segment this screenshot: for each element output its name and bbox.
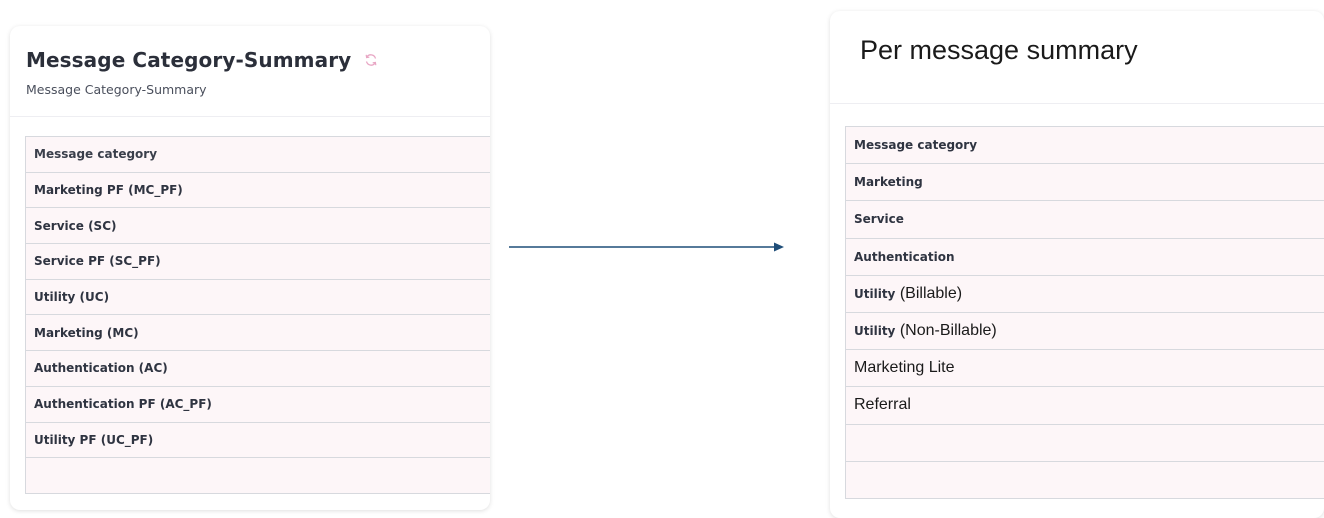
category-cell: Service [845, 200, 1324, 239]
table-row: Service [845, 200, 1324, 239]
category-cell: Service (SC) [25, 207, 490, 245]
table-row: Referral [845, 386, 1324, 425]
category-cell [845, 460, 1324, 499]
category-cell: Service PF (SC_PF) [25, 243, 490, 280]
card-title: Message Category-Summary [26, 48, 378, 74]
category-cell: Marketing PF (MC_PF) [25, 171, 490, 209]
category-cell: Authentication (AC) [25, 350, 490, 387]
category-cell: Utility PF (UC_PF) [25, 421, 490, 459]
table-row: Service PF (SC_PF) [25, 243, 490, 280]
category-cell: Utility (UC) [25, 278, 490, 316]
table-row: Service (SC) [25, 207, 490, 245]
category-cell: Referral [845, 386, 1324, 425]
table-row: Authentication [845, 237, 1324, 276]
message-category-summary-card: Message Category-Summary Message Categor… [10, 26, 490, 510]
category-name: Utility [854, 286, 896, 301]
category-cell: Authentication PF (AC_PF) [25, 385, 490, 423]
card-subtitle: Message Category-Summary [26, 82, 207, 97]
table-row: Marketing PF (MC_PF) [25, 171, 490, 209]
category-cell: Marketing [845, 163, 1324, 202]
category-cell: Authentication [845, 237, 1324, 276]
table-header-row: Message category [845, 125, 1324, 165]
category-qualifier: (Non-Billable) [895, 322, 997, 340]
refresh-icon[interactable] [364, 48, 378, 72]
table-row: Utility PF (UC_PF) [25, 421, 490, 459]
table-row: Utility (Billable) [845, 274, 1324, 313]
header-divider [10, 116, 490, 117]
table-row [845, 423, 1324, 462]
category-cell: Utility (Billable) [845, 274, 1324, 313]
category-name: Utility [854, 324, 896, 339]
card-title: Per message summary [860, 35, 1138, 65]
category-qualifier: (Billable) [895, 284, 963, 302]
category-cell [25, 457, 490, 494]
table-row: Marketing (MC) [25, 314, 490, 352]
card-title-text: Message Category-Summary [26, 48, 352, 72]
table-row [25, 457, 490, 494]
table-row: Authentication (AC) [25, 350, 490, 387]
category-cell [845, 423, 1324, 462]
table-row: Marketing [845, 163, 1324, 202]
category-cell: Utility (Non-Billable) [845, 311, 1324, 351]
right-arrow-icon [509, 242, 784, 252]
category-cell: Marketing (MC) [25, 314, 490, 352]
category-cell: Marketing Lite [845, 349, 1324, 388]
table-row: Utility (UC) [25, 278, 490, 316]
column-header-message-category: Message category [25, 136, 490, 173]
table-row: Authentication PF (AC_PF) [25, 385, 490, 423]
table-header-row: Message category [25, 136, 490, 173]
table-row [845, 460, 1324, 499]
table-row: Marketing Lite [845, 349, 1324, 388]
column-header-message-category: Message category [845, 125, 1324, 165]
header-divider [830, 103, 1324, 104]
table-row: Utility (Non-Billable) [845, 311, 1324, 351]
